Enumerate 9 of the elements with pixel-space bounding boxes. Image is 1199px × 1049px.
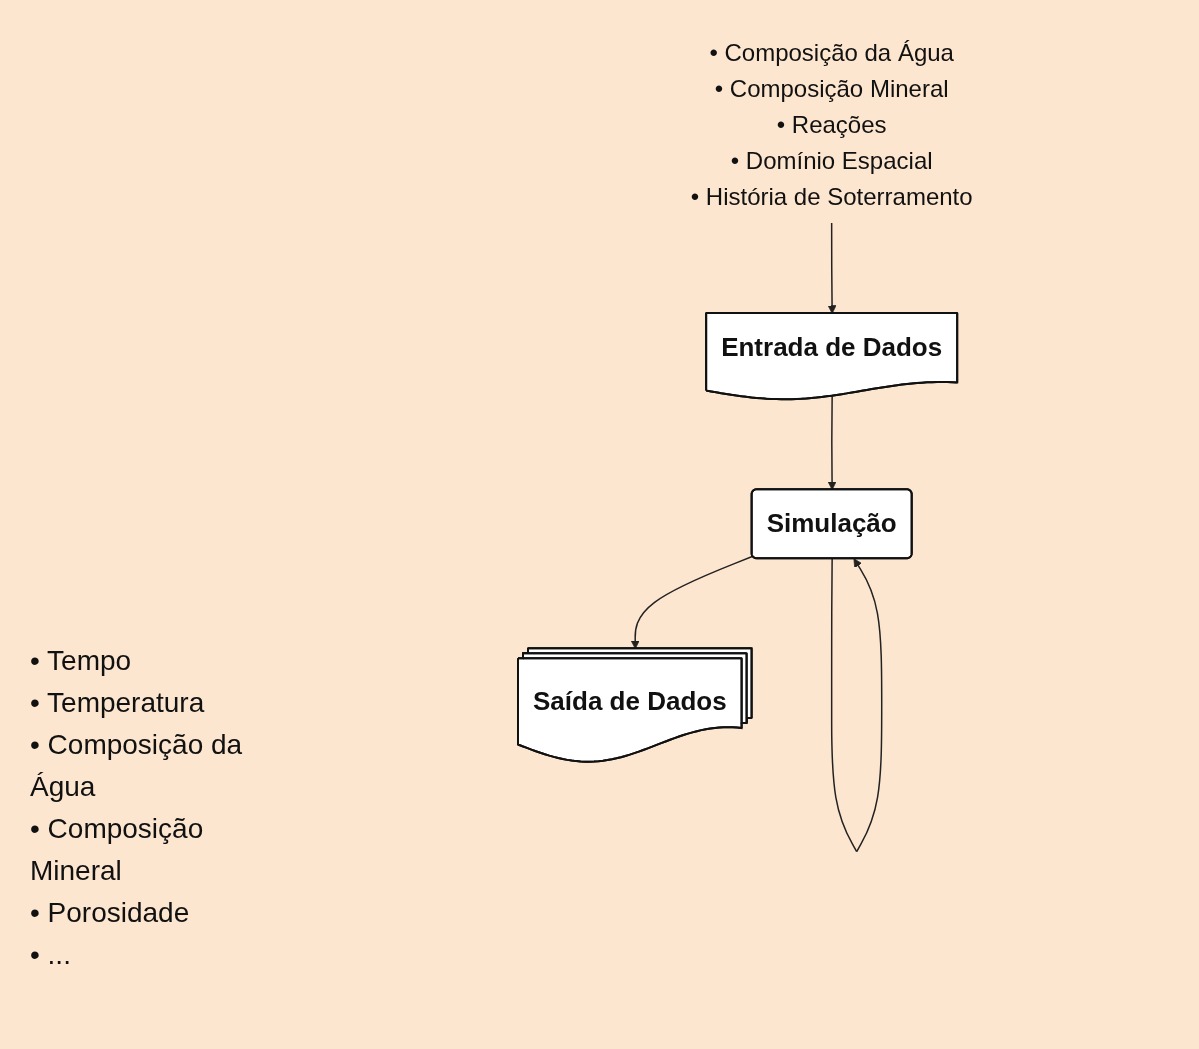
list-item: • Porosidade bbox=[30, 896, 191, 930]
list-item: • ... bbox=[30, 938, 72, 972]
arrow bbox=[828, 395, 837, 491]
node-text: • Composição da Água • Composição Mineral • Reações • Domínio Espacial • História de Soterramento bbox=[691, 39, 974, 211]
arrow bbox=[831, 558, 883, 853]
list-item: • Composição da Água bbox=[30, 728, 244, 804]
list-item: • Composição Mineral bbox=[30, 812, 205, 888]
list-item: • Temperatura bbox=[30, 686, 206, 720]
list-item: • Tempo bbox=[30, 644, 133, 678]
